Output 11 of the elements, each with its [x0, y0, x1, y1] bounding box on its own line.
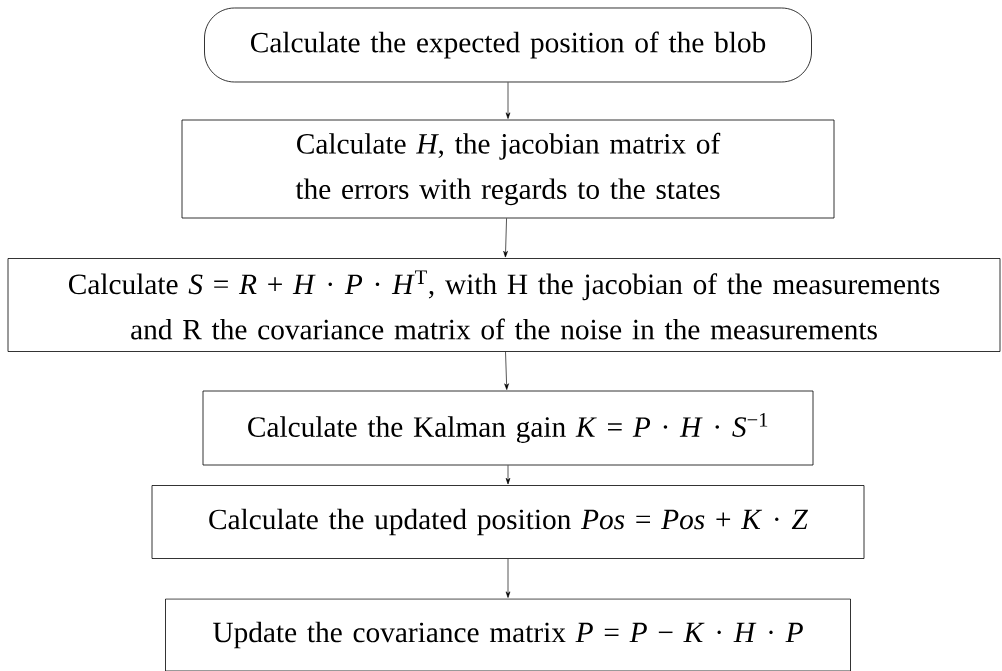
arrow [505, 465, 511, 485]
process-box: Calculate S = R + H · P · H$^{T}$, with H the jacobian of the measurements and R the covariance matrix of the noise in the measurements [7, 258, 1001, 352]
start-box: Calculate the expected position of the blob [204, 7, 812, 83]
process-box: Calculate the Kalman gain K = P · H · S$^{−1}$ [202, 390, 814, 466]
arrow [505, 558, 511, 598]
process-box: Update the covariance matrix P = P − K · H · P [165, 598, 851, 671]
process-box: Calculate the updated position Pos = Pos + K · Z [151, 485, 865, 559]
arrow [505, 82, 511, 119]
arrow [504, 351, 509, 390]
arrow [503, 218, 508, 258]
process-box: Calculate H, the jacobian matrix of the errors with regards to the states [181, 119, 835, 219]
